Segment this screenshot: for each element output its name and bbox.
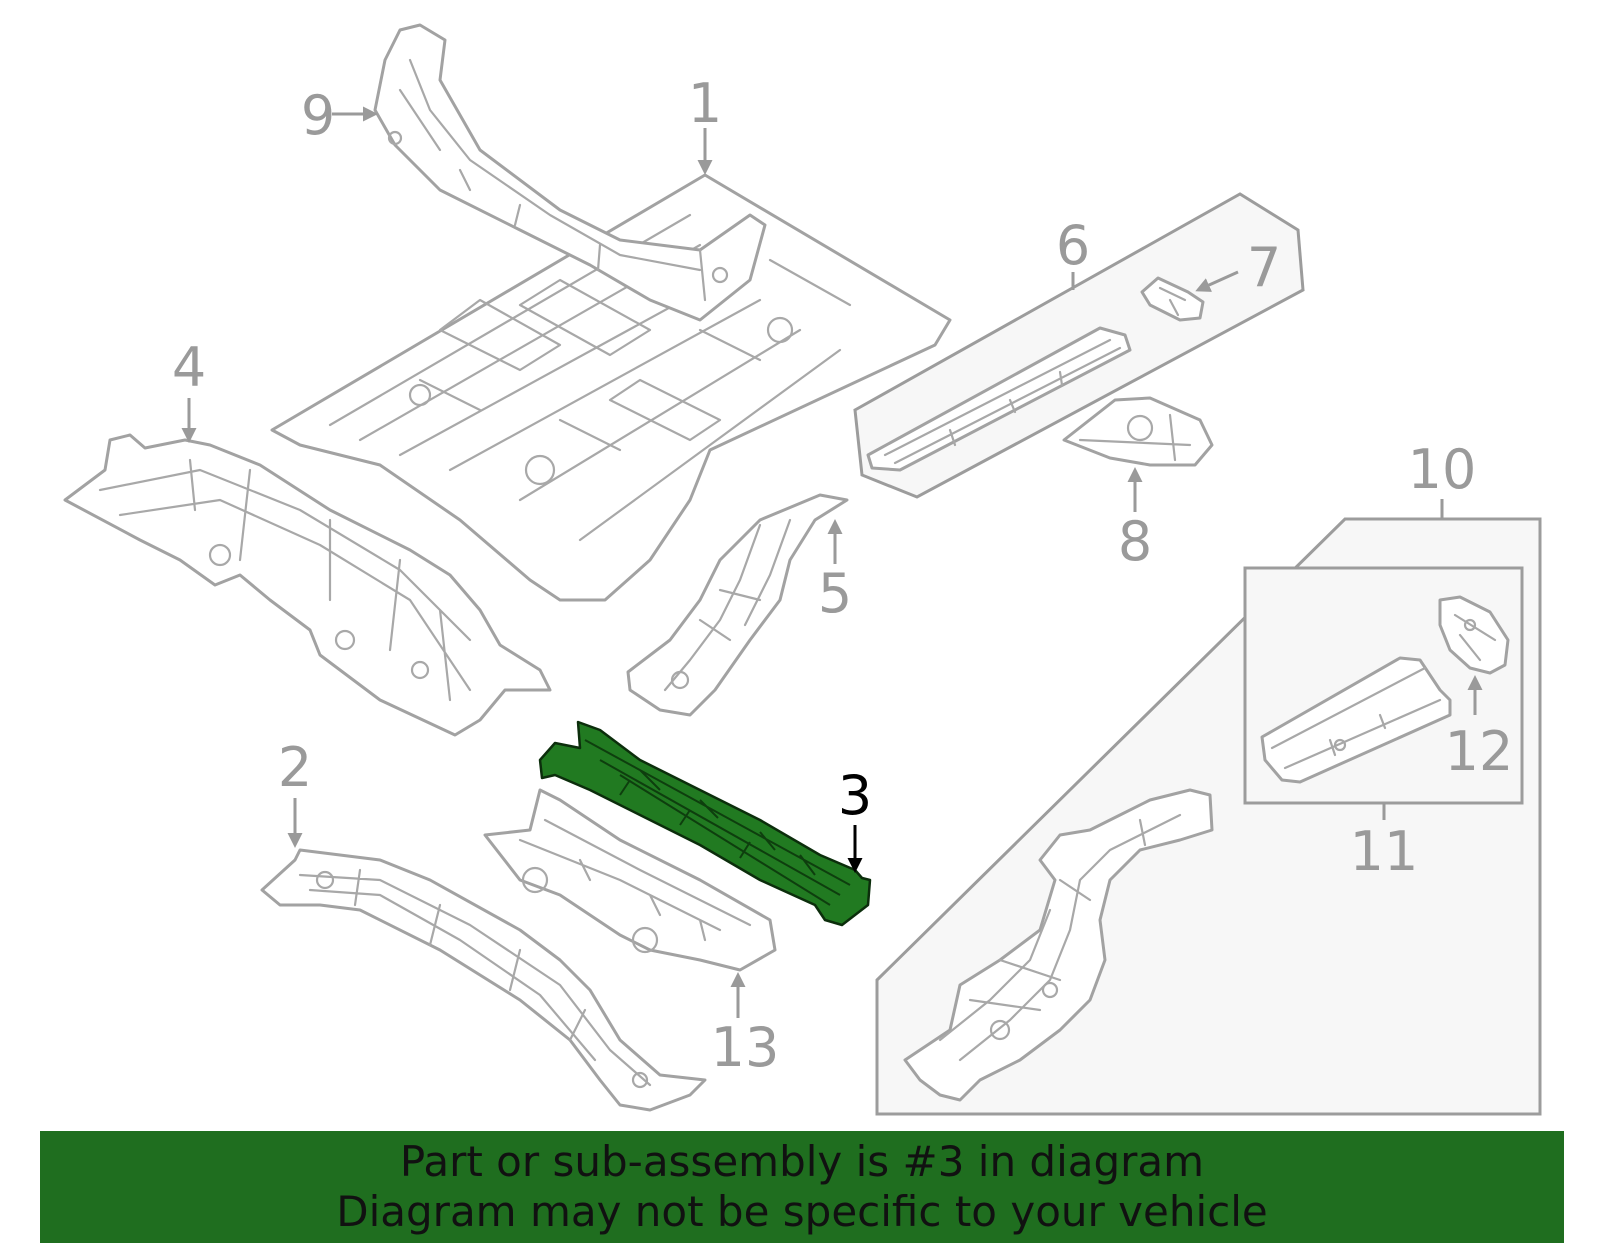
banner-line-2: Diagram may not be specific to your vehi… [336,1187,1268,1236]
callout-8: 8 [1118,510,1152,573]
callout-4: 4 [172,336,206,399]
part-1-floor-pan [270,173,952,602]
part-6-reinforcement [866,326,1132,472]
callout-12: 12 [1445,720,1514,783]
callout-1: 1 [688,72,722,135]
callout-3: 3 [838,764,872,827]
part-7-bracket [1140,276,1205,322]
callout-9: 9 [301,84,335,147]
callout-6: 6 [1056,214,1090,277]
part-10-side-member [903,788,1214,1102]
callout-5: 5 [818,562,852,625]
part-11-rail [1260,656,1452,784]
part-13-crossmember [483,788,777,972]
callout-10: 10 [1408,438,1477,501]
part-4-side-member [63,433,552,737]
part-3-crossmember-highlighted [538,720,872,927]
callout-11: 11 [1350,820,1419,883]
part-9-rail [373,23,767,322]
banner-line-1: Part or sub-assembly is #3 in diagram [399,1137,1205,1186]
callout-2: 2 [278,736,312,799]
callout-7: 7 [1247,236,1281,299]
part-5-bracket [626,493,849,717]
leader-7 [1195,270,1239,292]
part-12-bracket [1438,595,1510,675]
callout-13: 13 [711,1016,780,1079]
part-2-rail [260,848,707,1112]
info-banner: Part or sub-assembly is #3 in diagram Di… [40,1131,1564,1243]
part-8-bracket [1062,396,1214,467]
